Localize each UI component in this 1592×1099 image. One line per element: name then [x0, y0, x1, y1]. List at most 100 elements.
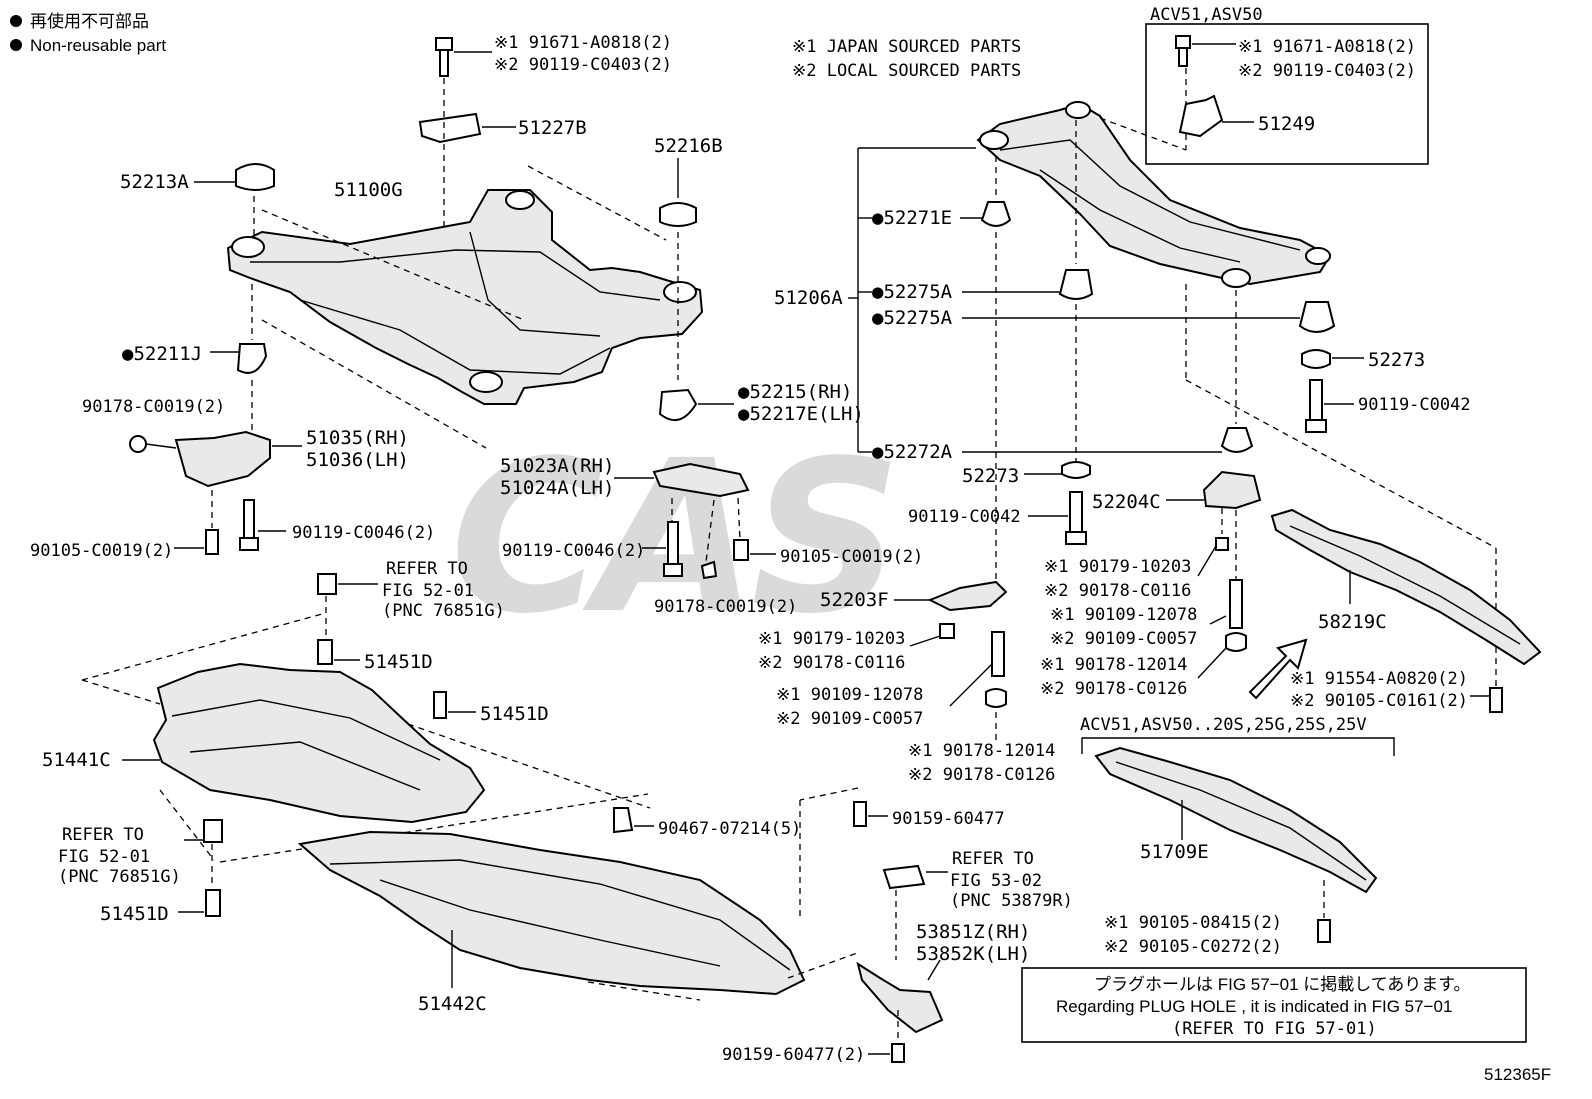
- cushion-52275a-right: [1298, 301, 1336, 333]
- part-label: 51442C: [418, 993, 487, 1015]
- part-label: 51709E: [1140, 841, 1209, 863]
- bolt-91671-shank: [439, 49, 449, 77]
- part-label: ●52272A: [872, 441, 953, 463]
- part-label: (PNC 76851G): [382, 601, 505, 621]
- part-label: 53851Z(RH): [916, 921, 1030, 943]
- part-label: ※1 91554-A0820(2): [1290, 669, 1468, 689]
- part-label: 90159-60477(2): [722, 1045, 865, 1065]
- part-label: 90119-C0046(2): [502, 541, 645, 561]
- bracket-51227b: [418, 112, 482, 144]
- cushion-52216b: [659, 202, 697, 227]
- inset-title-top: ACV51,ASV50: [1150, 5, 1263, 25]
- part-label: 51441C: [42, 749, 111, 771]
- legend-en: Non-reusable part: [30, 36, 166, 55]
- bracket-53851z: [856, 961, 944, 1034]
- part-label: 90467-07214(5): [658, 819, 801, 839]
- cushion-52215: [658, 388, 698, 422]
- non-reusable-bullet-icon: [10, 39, 22, 51]
- member-58219c: [1270, 508, 1542, 666]
- plug-note-en: Regarding PLUG HOLE , it is indicated in…: [1056, 997, 1452, 1016]
- part-label: REFER TO: [62, 825, 144, 845]
- local-sourced-note: ※2 LOCAL SOURCED PARTS: [792, 61, 1021, 81]
- front-crossmember-51100g: [226, 189, 704, 405]
- plug-note-jp: プラグホールは FIG 57−01 に掲載してあります。: [1094, 975, 1471, 994]
- part-label: 90105-C0019(2): [30, 541, 173, 561]
- direction-arrow-icon: [1248, 638, 1308, 700]
- legend-jp: 再使用不可部品: [30, 11, 149, 31]
- part-label: 52203F: [820, 589, 889, 611]
- front-crossmember-assembly: [129, 37, 776, 580]
- part-label: 58219C: [1318, 611, 1387, 633]
- part-label: 90178-C0019(2): [654, 597, 797, 617]
- member-51709e: [1094, 746, 1378, 894]
- engine-under-covers: [81, 573, 948, 1063]
- part-label: 51451D: [100, 903, 169, 925]
- part-label: ※2 90109-C0057: [776, 709, 923, 729]
- part-label: FIG 52-01: [382, 581, 474, 601]
- part-label: 52204C: [1092, 491, 1161, 513]
- part-label: ●52271E: [872, 207, 952, 229]
- part-label: 51023A(RH): [500, 455, 614, 477]
- part-label: 90119-C0046(2): [292, 523, 435, 543]
- cushion-52273-right: [1301, 349, 1331, 369]
- part-label: 52273: [962, 465, 1019, 487]
- part-label: 51227B: [518, 117, 587, 139]
- bracket-51035: [174, 430, 271, 488]
- part-label: 51035(RH): [306, 427, 409, 449]
- part-label: 52216B: [654, 135, 723, 157]
- japan-sourced-note: ※1 JAPAN SOURCED PARTS: [792, 37, 1021, 57]
- part-label: REFER TO: [386, 559, 468, 579]
- part-label: 52213A: [120, 171, 189, 193]
- inset-acv51-box: [1145, 23, 1429, 165]
- part-label: ●52275A: [872, 281, 953, 303]
- part-label: ※1 91671-A0818(2): [494, 33, 672, 53]
- part-label: ※2 90178-C0116: [758, 653, 905, 673]
- part-label: 90105-C0019(2): [780, 547, 923, 567]
- bracket-52203f: [927, 580, 1008, 612]
- cushion-52275a: [1058, 269, 1094, 300]
- part-label: 90119-C0042: [908, 507, 1021, 527]
- part-label: ※2 90105-C0272(2): [1104, 937, 1282, 957]
- part-label: ※1 90109-12078: [776, 685, 923, 705]
- part-label: 51206A: [774, 287, 843, 309]
- part-label: 51451D: [364, 651, 433, 673]
- part-label: FIG 53-02: [950, 871, 1042, 891]
- part-label: 90159-60477: [892, 809, 1005, 829]
- part-label: ●52217E(LH): [738, 403, 864, 425]
- part-label: ●52215(RH): [738, 381, 852, 403]
- part-label: 90178-C0019(2): [82, 397, 225, 417]
- bracket-51249: [1178, 94, 1224, 138]
- part-label: ●52275A: [872, 307, 953, 329]
- non-reusable-bullet-icon: [10, 15, 22, 27]
- part-label: ※1 90178-12014: [1040, 655, 1187, 675]
- bracket-51023a: [652, 462, 750, 498]
- part-label: 53852K(LH): [916, 943, 1030, 965]
- cushion-52272a: [1220, 427, 1254, 453]
- bolt-91671-head: [435, 37, 453, 51]
- part-label: 51249: [1258, 113, 1315, 135]
- part-label: ●52211J: [122, 343, 202, 365]
- part-label: ※2 90109-C0057: [1050, 629, 1197, 649]
- part-label: 51036(LH): [306, 449, 409, 471]
- part-label: ※2 90178-C0126: [1040, 679, 1187, 699]
- cushion-52271e: [980, 201, 1012, 227]
- part-label: ※1 90109-12078: [1050, 605, 1197, 625]
- under-cover-51441c: [152, 662, 486, 824]
- part-label: ※2 90105-C0161(2): [1290, 691, 1468, 711]
- part-label: ※2 90178-C0126: [908, 765, 1055, 785]
- cushion-52211j: [236, 343, 268, 374]
- figure-code: 512365F: [1484, 1065, 1551, 1084]
- part-label: ※1 90105-08415(2): [1104, 913, 1282, 933]
- part-label: (PNC 53879R): [950, 891, 1073, 911]
- part-label: 90119-C0042: [1358, 395, 1471, 415]
- part-label: ※2 90178-C0116: [1044, 581, 1191, 601]
- cushion-52213a: [235, 163, 275, 191]
- legend: 再使用不可部品 Non-reusable part: [10, 11, 166, 55]
- part-label: ※1 90179-10203: [1044, 557, 1191, 577]
- part-label: (PNC 76851G): [58, 867, 181, 887]
- bracket-52204c: [1202, 470, 1262, 510]
- inset-title-bottom: ACV51,ASV50..20S,25G,25S,25V: [1080, 715, 1367, 735]
- plug-hole-note: プラグホールは FIG 57−01 に掲載してあります。 Regarding P…: [1021, 967, 1527, 1043]
- plug-note-ref: (REFER TO FIG 57-01): [1172, 1019, 1377, 1039]
